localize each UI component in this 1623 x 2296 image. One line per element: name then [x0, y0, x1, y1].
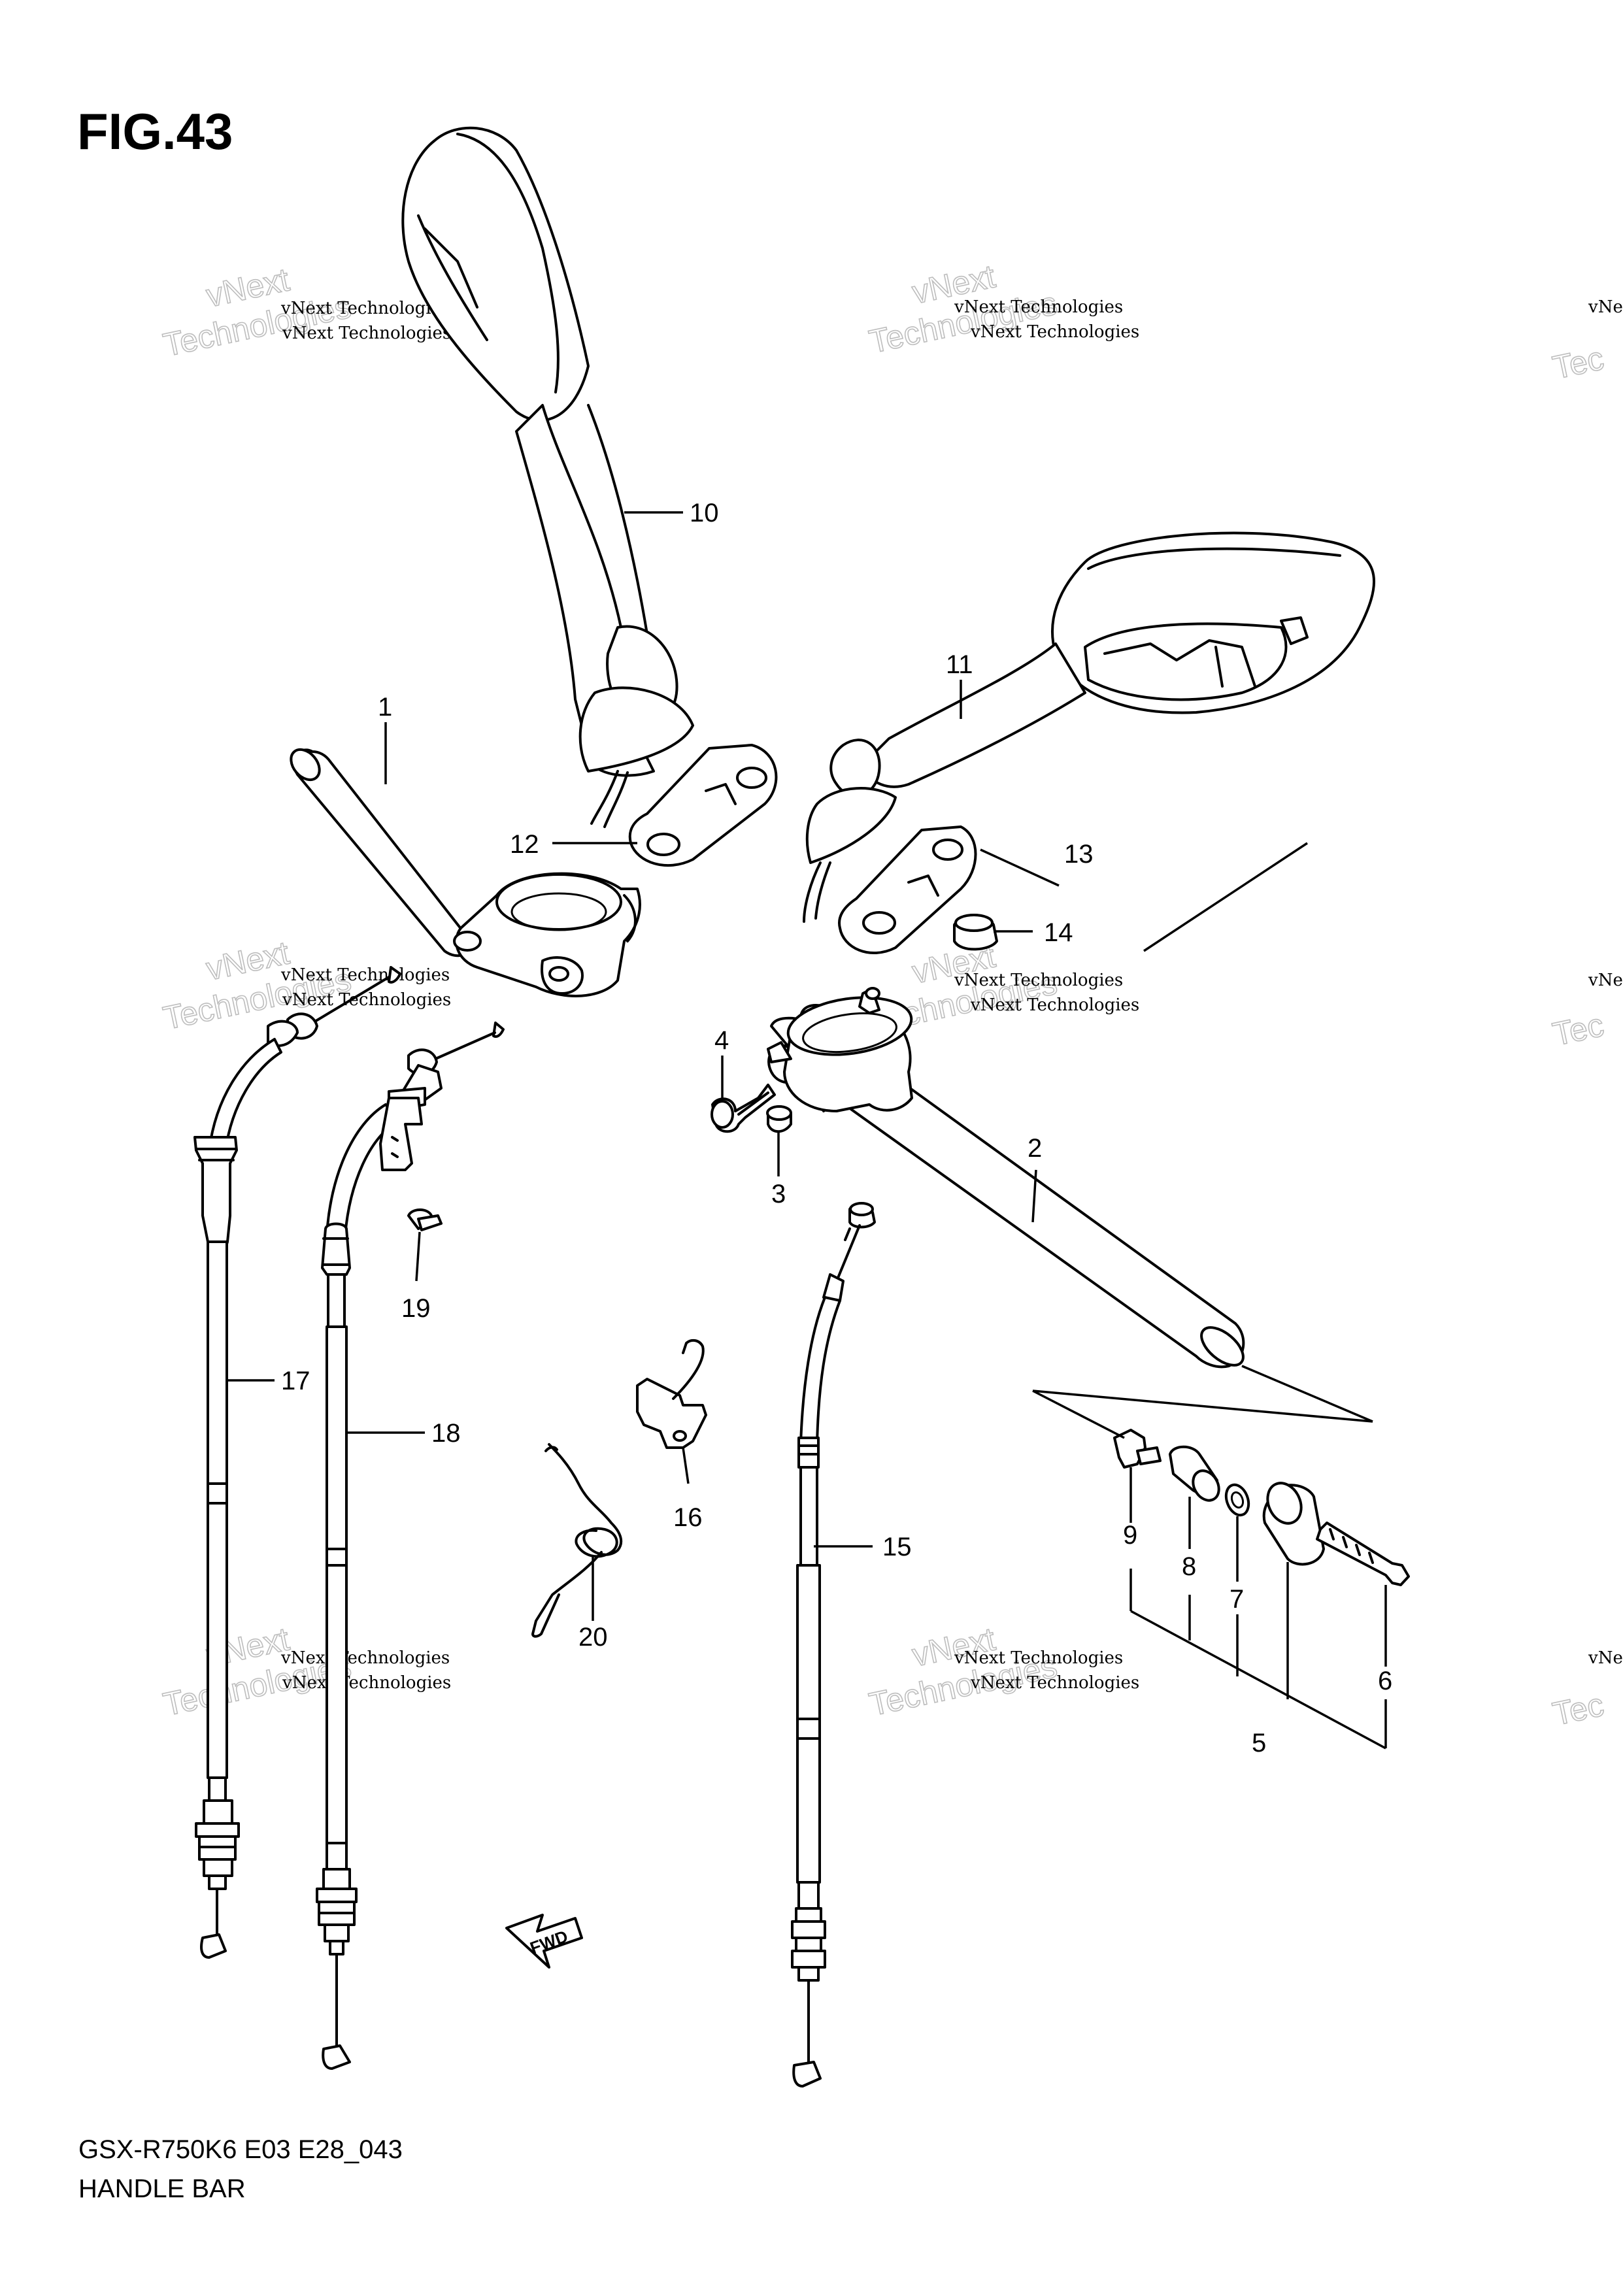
watermark-small: vNext Technologies [280, 299, 450, 318]
leader-lines [226, 511, 1387, 1750]
part-19-screw[interactable] [407, 1208, 443, 1231]
callout-12[interactable]: 12 [510, 830, 539, 859]
figure-title: FIG.43 [77, 103, 233, 160]
part-3-collar[interactable] [766, 1105, 792, 1133]
callout-10[interactable]: 10 [690, 499, 719, 527]
watermark-edge-small: vNe [1588, 971, 1623, 990]
callout-20[interactable]: 20 [578, 1623, 608, 1652]
callout-3[interactable]: 3 [771, 1180, 786, 1208]
part-9-bar-end-bolt[interactable] [1113, 1429, 1162, 1469]
fwd-arrow: FWD [505, 1914, 583, 1969]
callout-1[interactable]: 1 [378, 693, 392, 722]
figure-name: HANDLE BAR [78, 2174, 246, 2203]
part-15-clutch-cable[interactable] [791, 1202, 876, 2088]
watermark-edge-small: vNe [1588, 297, 1623, 317]
part-1-left-handlebar[interactable] [285, 744, 641, 997]
callout-4[interactable]: 4 [714, 1026, 729, 1055]
part-7-washer[interactable] [1222, 1482, 1252, 1518]
part-20-spring[interactable] [531, 1443, 623, 1638]
callout-18[interactable]: 18 [431, 1419, 461, 1448]
watermark: vNext Technologies vNext Technologies vN… [159, 258, 1623, 1733]
callout-19[interactable]: 19 [401, 1294, 431, 1323]
part-11-right-mirror[interactable] [803, 531, 1375, 923]
watermark-small: vNext Technologies [282, 990, 451, 1010]
part-2-right-handlebar[interactable] [767, 987, 1250, 1373]
callout-2[interactable]: 2 [1028, 1134, 1042, 1163]
part-16-cable-clamp[interactable] [636, 1339, 707, 1449]
part-17-throttle-cable[interactable] [193, 966, 401, 1959]
watermark-small: vNext Technologies [282, 324, 451, 343]
part-6-screw[interactable] [1316, 1522, 1410, 1586]
part-13-mirror-bracket[interactable] [838, 825, 977, 955]
part-18-throttle-cable[interactable] [316, 1022, 505, 2070]
callout-6[interactable]: 6 [1378, 1667, 1392, 1695]
callout-17[interactable]: 17 [281, 1367, 310, 1395]
watermark-edge-big: Tec [1550, 1007, 1607, 1053]
callout-16[interactable]: 16 [673, 1503, 703, 1532]
assembly-line [1032, 1365, 1373, 1439]
part-14-nut[interactable] [953, 914, 998, 951]
callout-numbers: 1 2 3 4 5 6 7 8 9 10 11 12 13 14 15 16 1… [281, 499, 1392, 1757]
callout-7[interactable]: 7 [1230, 1585, 1244, 1614]
callout-8[interactable]: 8 [1182, 1552, 1196, 1581]
part-12-mirror-bracket[interactable] [628, 744, 778, 867]
watermark-small: vNext Technologies [954, 1648, 1123, 1668]
watermark-small: vNext Technologies [970, 322, 1139, 342]
watermark-small: vNext Technologies [280, 965, 450, 985]
callout-5[interactable]: 5 [1252, 1729, 1266, 1757]
callout-13[interactable]: 13 [1064, 840, 1094, 869]
watermark-edge-big: Tec [1550, 1686, 1607, 1733]
callout-11[interactable]: 11 [946, 650, 973, 679]
part-4-bolt[interactable] [711, 1084, 776, 1133]
part-10-left-mirror[interactable] [401, 126, 694, 828]
watermark-edge-small: vNe [1588, 1648, 1623, 1668]
watermark-small: vNext Technologies [954, 971, 1123, 990]
part-5-bar-end-weight[interactable] [1262, 1478, 1325, 1566]
watermark-small: vNext Technologies [282, 1673, 451, 1693]
callout-15[interactable]: 15 [882, 1533, 912, 1561]
watermark-edge-big: Tec [1550, 340, 1607, 386]
part-8-bar-end-collar[interactable] [1169, 1445, 1224, 1505]
watermark-small: vNext Technologies [954, 297, 1123, 317]
callout-9[interactable]: 9 [1123, 1521, 1137, 1550]
watermark-small: vNext Technologies [970, 995, 1139, 1015]
model-code: GSX-R750K6 E03 E28_043 [78, 2135, 403, 2164]
watermark-small: vNext Technologies [280, 1648, 450, 1668]
callout-14[interactable]: 14 [1044, 918, 1073, 947]
watermark-small: vNext Technologies [970, 1673, 1139, 1693]
